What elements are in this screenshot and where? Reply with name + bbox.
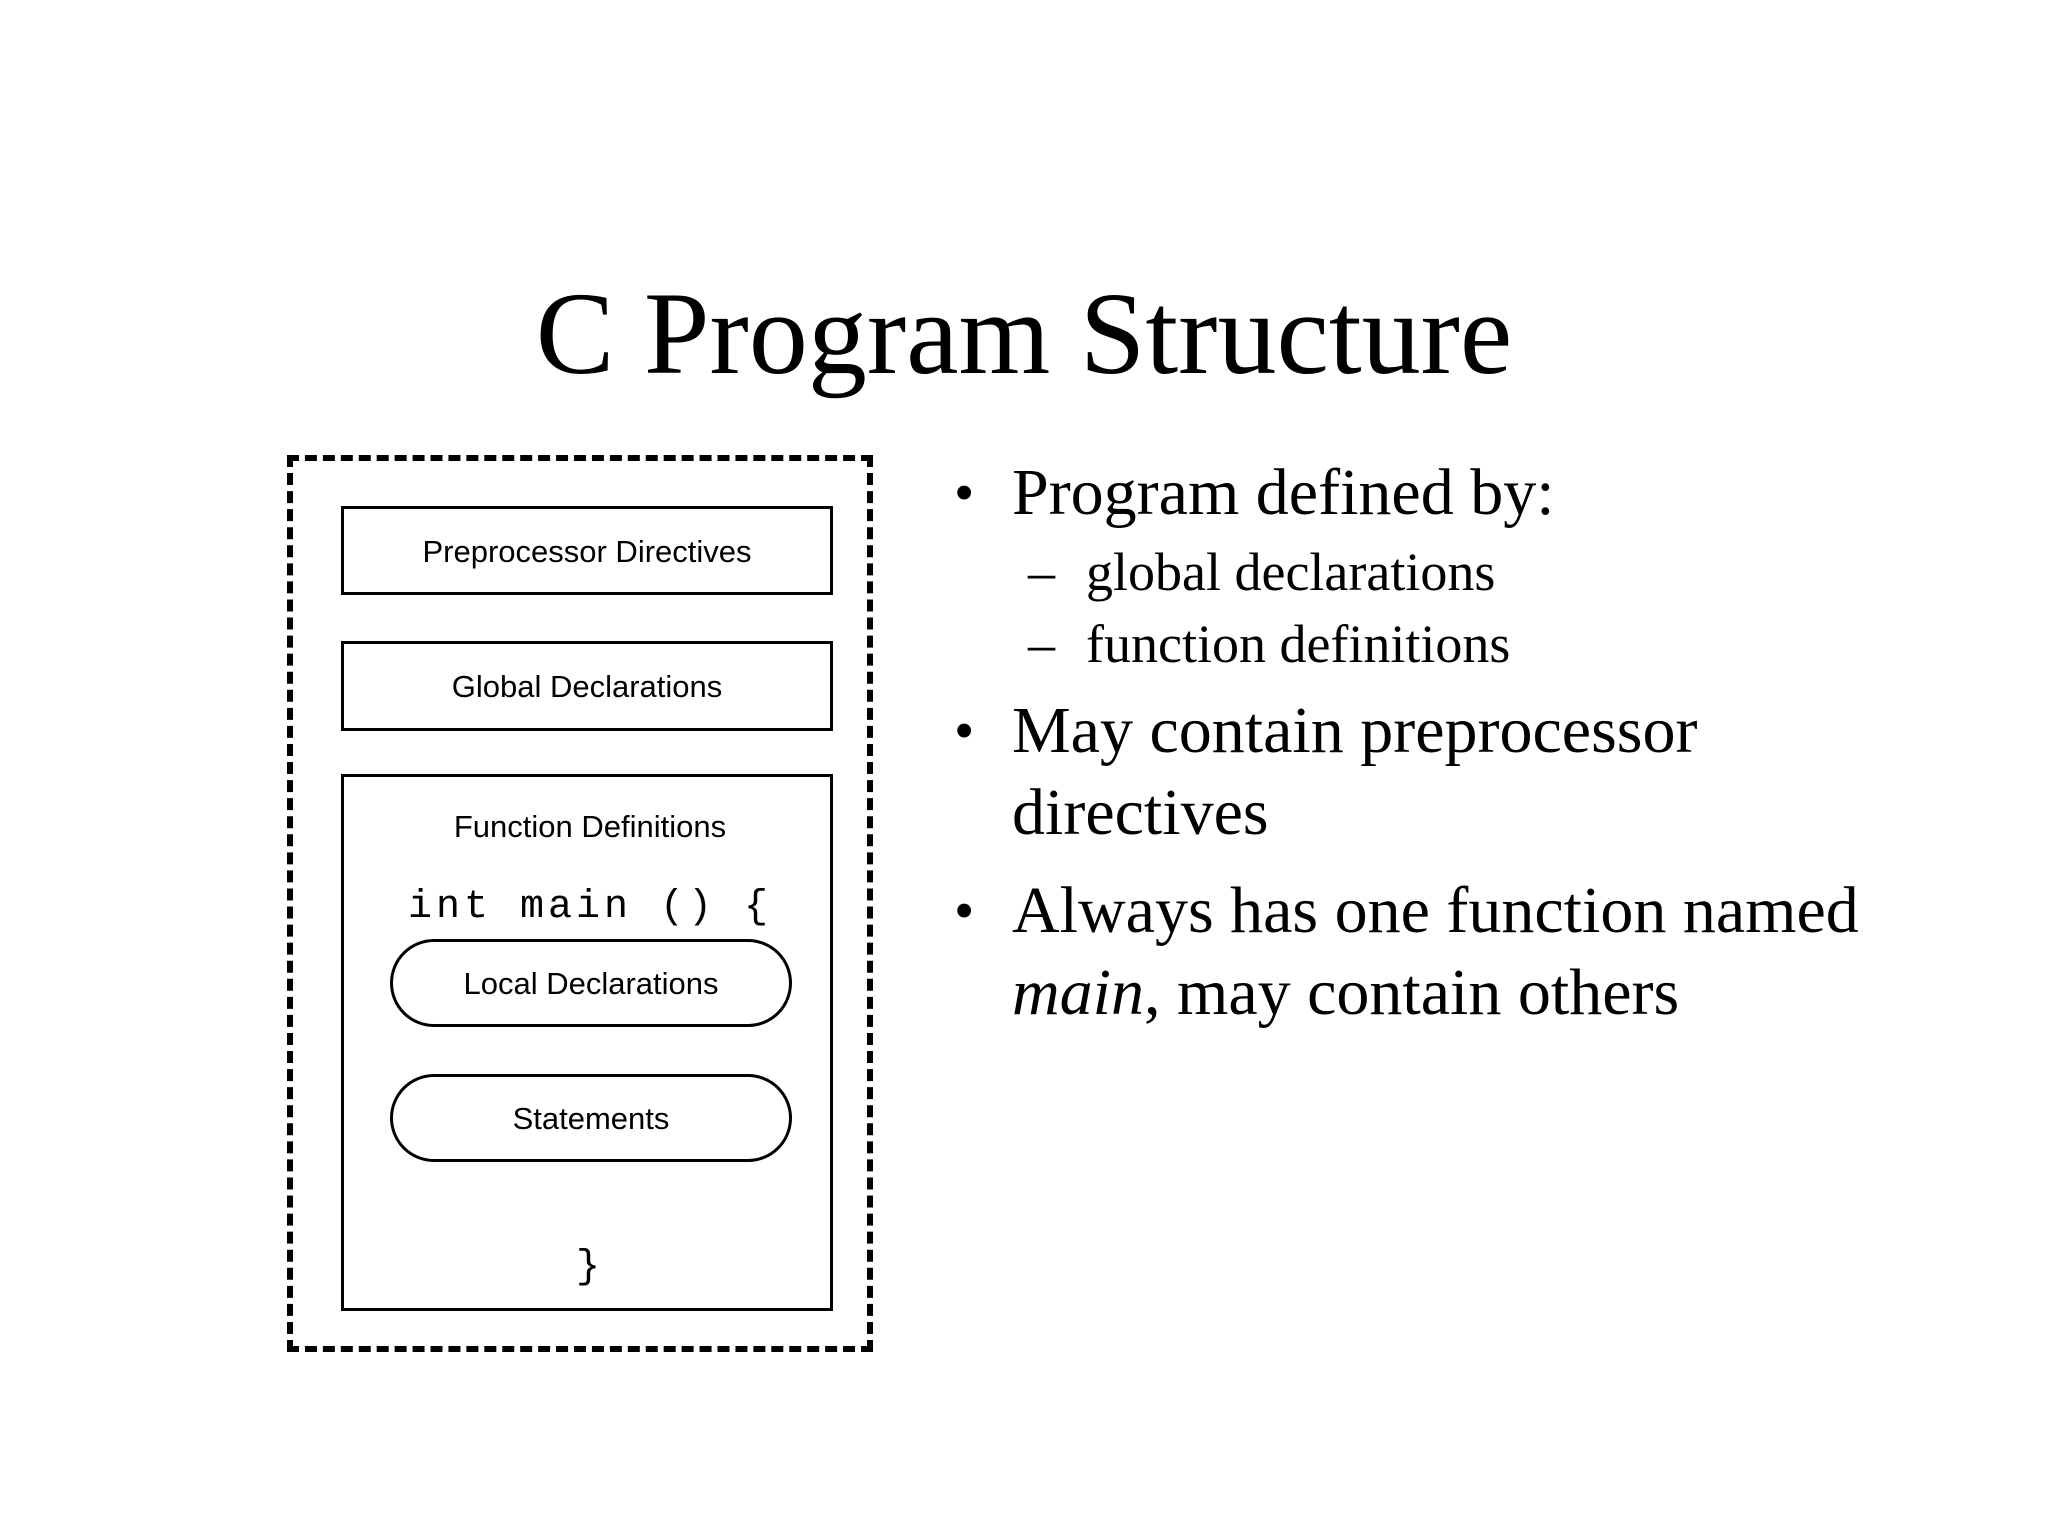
main-function-close-code: } [575,1245,604,1290]
bullet-marker-icon: • [954,460,975,525]
bullet-text: Program defined by: [1012,456,1555,529]
preprocessor-directives-box: Preprocessor Directives [341,506,833,595]
bullet-marker-icon: • [954,698,975,763]
preprocessor-directives-label: Preprocessor Directives [422,534,752,569]
local-declarations-label: Local Declarations [463,966,719,1001]
function-definitions-label: Function Definitions [453,809,727,844]
bullet-marker-icon: • [954,878,975,943]
statements-label: Statements [512,1101,670,1136]
bullet-item-program-defined-by: • Program defined by: [940,452,1970,534]
sub-bullet-text: global declarations [1086,542,1496,602]
bullet-list: • Program defined by: – global declarati… [940,452,1970,1036]
bullet-text-before: Always has one function named [1012,874,1859,947]
spacer [940,680,1970,690]
sub-bullet-function-definitions: – function definitions [940,608,1970,680]
dash-marker-icon: – [1028,542,1055,602]
local-declarations-pill: Local Declarations [390,939,792,1027]
c-program-structure-diagram: Preprocessor Directives Global Declarati… [287,455,873,1352]
statements-pill: Statements [390,1074,792,1162]
global-declarations-box: Global Declarations [341,641,833,731]
dash-marker-icon: – [1028,614,1055,674]
main-function-open-code: int main () { [407,885,773,930]
bullet-text-italic-main: main [1012,956,1144,1029]
sub-bullet-global-declarations: – global declarations [940,536,1970,608]
spacer [940,856,1970,870]
bullet-text: May contain preprocessor directives [1012,694,1698,849]
bullet-text-after: , may contain others [1144,956,1680,1029]
sub-bullet-text: function definitions [1086,614,1511,674]
function-definitions-box: Function Definitions int main () { Local… [341,774,833,1311]
bullet-item-always-has-main: • Always has one function named main, ma… [940,870,1970,1034]
page-title: C Program Structure [535,268,1513,400]
global-declarations-label: Global Declarations [451,669,723,704]
bullet-item-may-contain-preprocessor: • May contain preprocessor directives [940,690,1970,854]
